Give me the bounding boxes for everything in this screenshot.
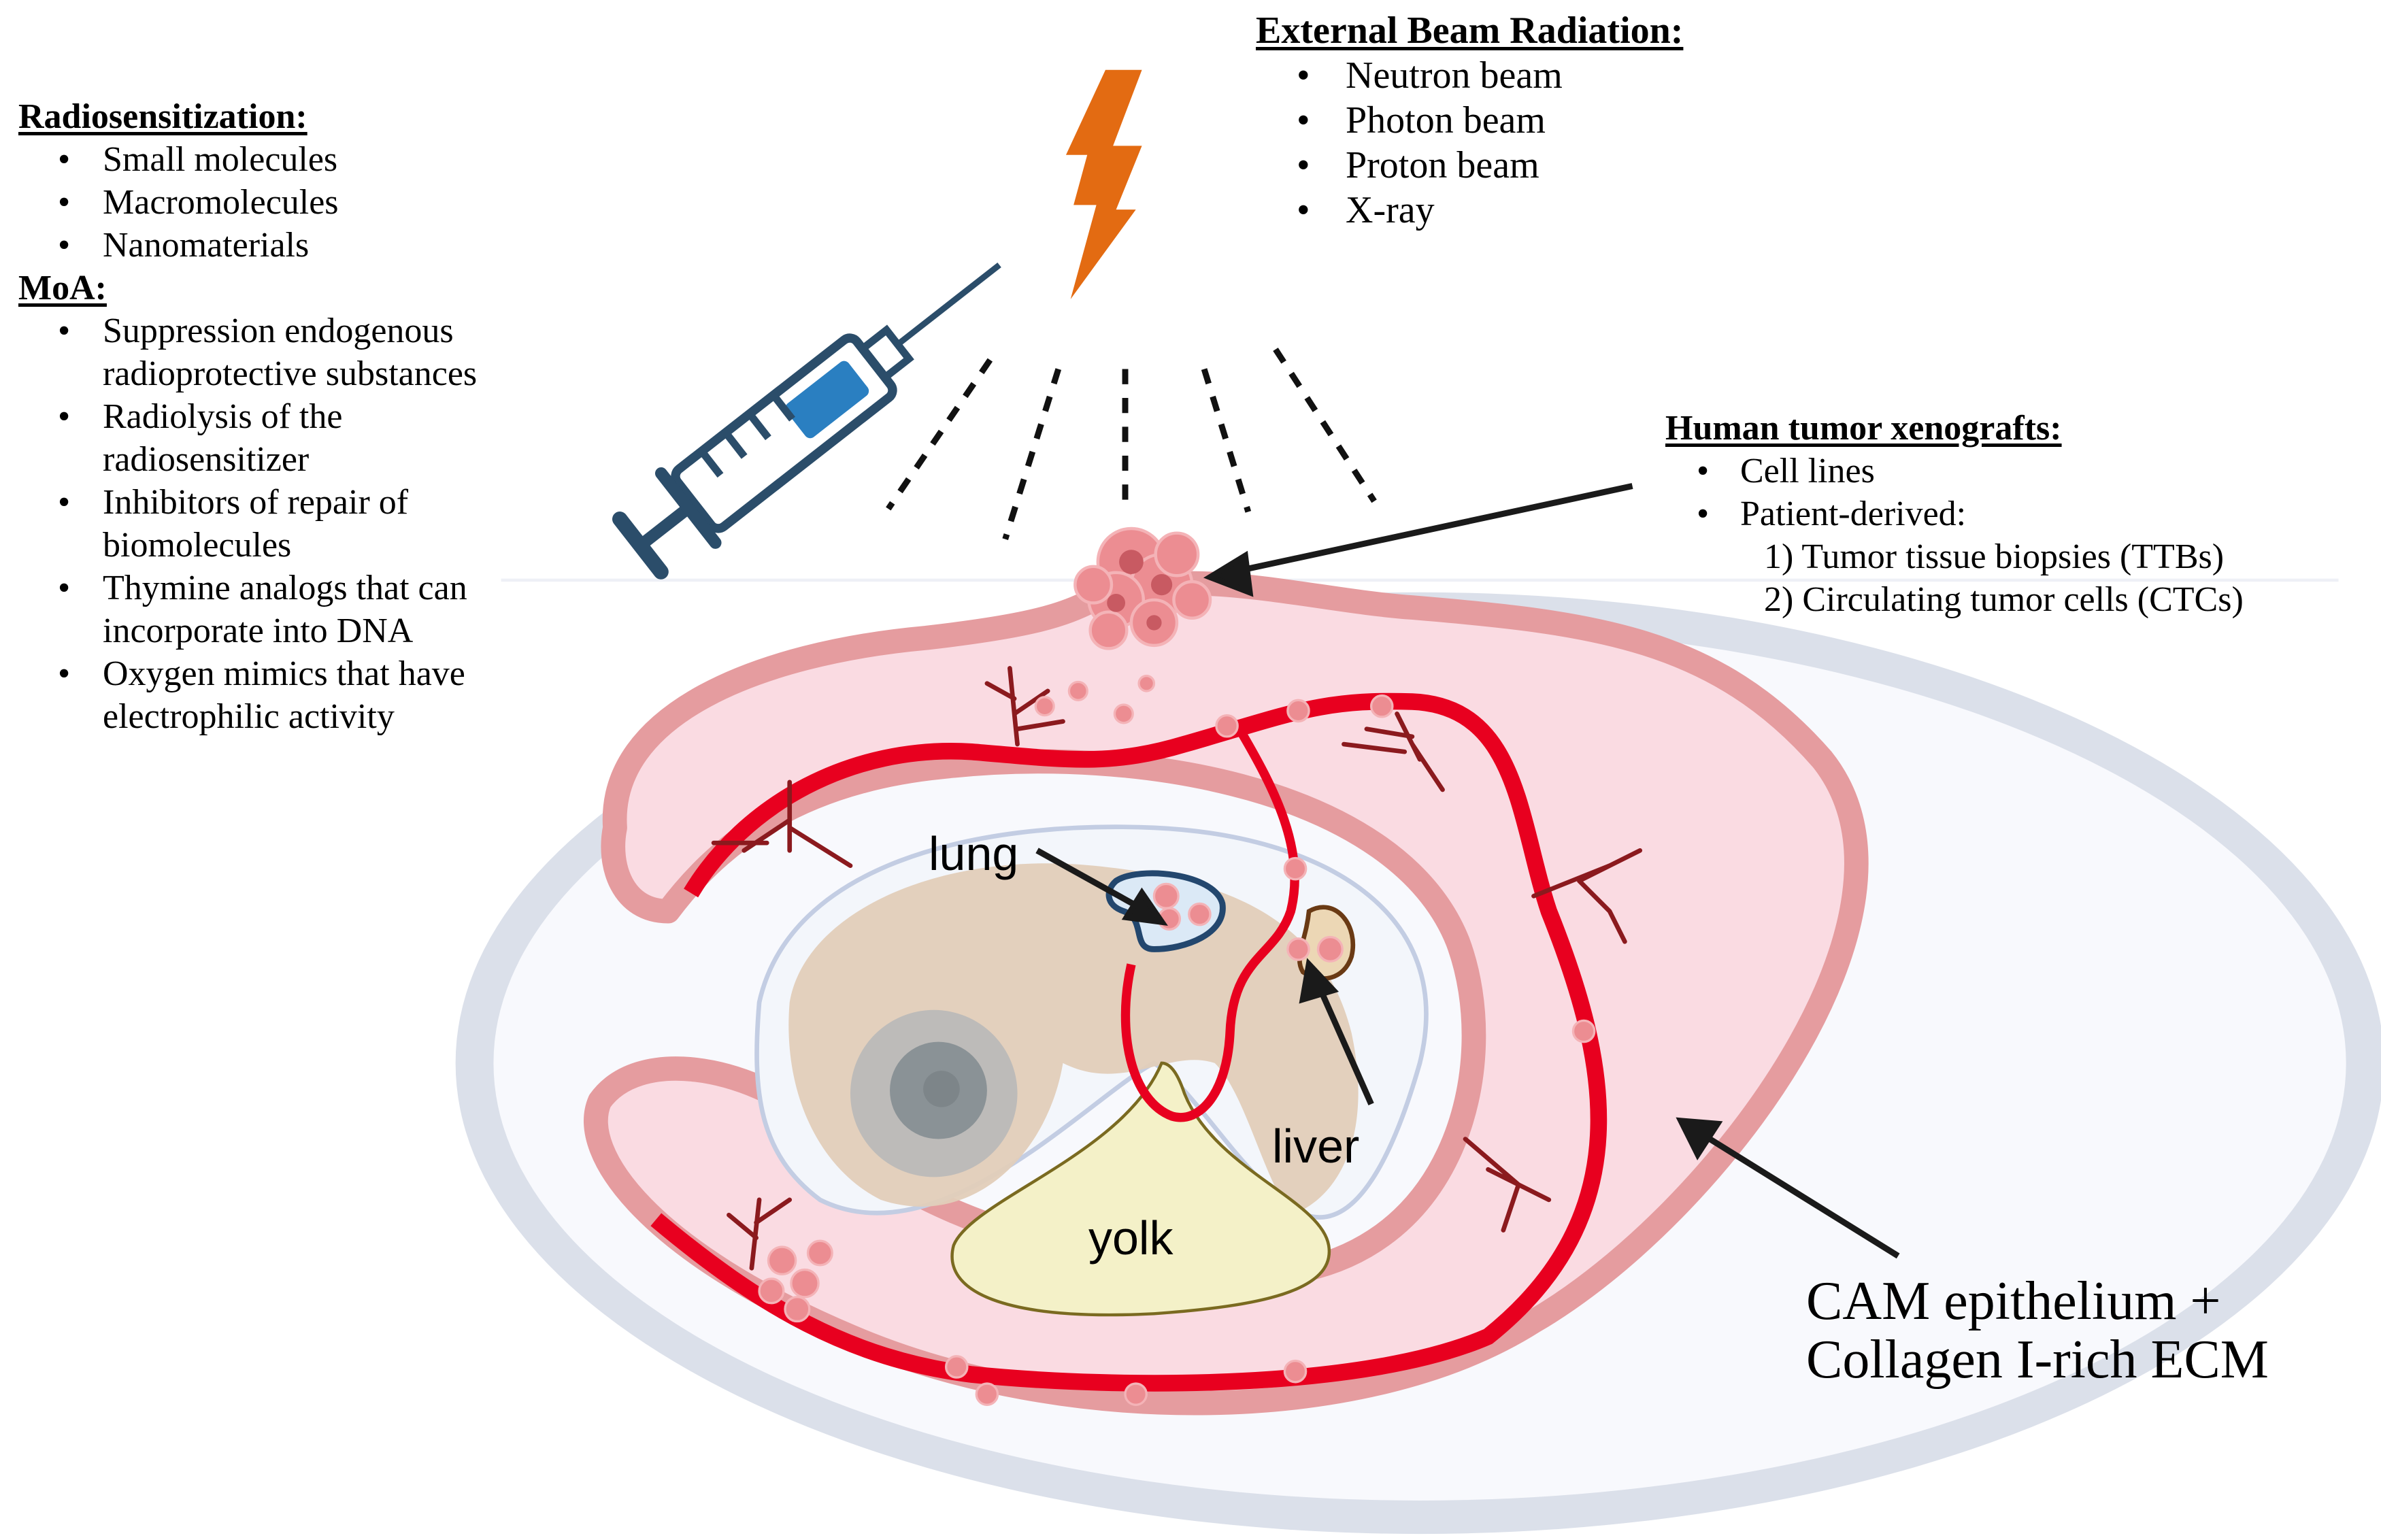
radiosensitization-list: •Small molecules •Macromolecules •Nanoma…	[18, 138, 477, 267]
external-beam-list: •Neutron beam •Photon beam •Proton beam …	[1256, 53, 1683, 233]
list-item: 2) Circulating tumor cells (CTCs)	[1764, 580, 2244, 619]
egg-top-cut	[0, 0, 2381, 580]
list-item: •Neutron beam	[1297, 54, 1563, 97]
cam-label: CAM epithelium + Collagen I-rich ECM	[1806, 1271, 2269, 1390]
circulating-tumor-cells	[758, 674, 1596, 1406]
moa-heading: MoA:	[18, 269, 107, 307]
yolk-sac	[950, 1061, 1331, 1317]
embryo-eye-pupil	[923, 1071, 960, 1107]
xenograft-arrow	[1229, 483, 1633, 576]
annotation-arrows	[1035, 483, 1900, 1259]
list-item: •Macromolecules	[58, 183, 339, 222]
radiosensitization-section: Radiosensitization: •Small molecules •Ma…	[18, 95, 477, 738]
list-item: •Nanomaterials	[58, 226, 310, 265]
list-item: •Proton beam	[1297, 144, 1539, 186]
xenografts-list: •Cell lines •Patient-derived: 1) Tumor t…	[1652, 450, 2244, 621]
lightning-bolt-icon	[1065, 69, 1142, 299]
list-item: •Patient-derived:	[1697, 495, 1967, 533]
blood-vessel-branch	[1120, 723, 1299, 1122]
liver-arrow	[1315, 983, 1374, 1106]
list-item: •X-ray	[1297, 189, 1435, 231]
xenografts-heading: Human tumor xenografts:	[1665, 409, 2062, 448]
external-beam-heading: External Beam Radiation:	[1256, 10, 1684, 52]
blood-vessel-upper	[650, 692, 1608, 1392]
syringe-icon	[612, 262, 1001, 580]
yolk-label: yolk	[1088, 1211, 1173, 1265]
radiation-beams	[886, 348, 1377, 540]
list-item: 1) Tumor tissue biopsies (TTBs)	[1764, 537, 2225, 576]
xenografts-section: Human tumor xenografts: •Cell lines •Pat…	[1652, 407, 2244, 621]
radiosensitization-heading: Radiosensitization:	[18, 97, 307, 136]
list-item: •Small molecules	[58, 140, 338, 179]
lung-label: lung	[929, 827, 1019, 880]
lung-arrow	[1035, 848, 1148, 914]
liver-label: liver	[1272, 1120, 1360, 1173]
capillaries	[711, 666, 1643, 1271]
cam-arrow	[1696, 1128, 1900, 1259]
list-item: •Cell lines	[1697, 452, 1875, 490]
external-beam-section: External Beam Radiation: •Neutron beam •…	[1256, 8, 1683, 233]
tumor-nuclei	[1107, 550, 1173, 631]
list-item: •Photon beam	[1297, 99, 1546, 141]
